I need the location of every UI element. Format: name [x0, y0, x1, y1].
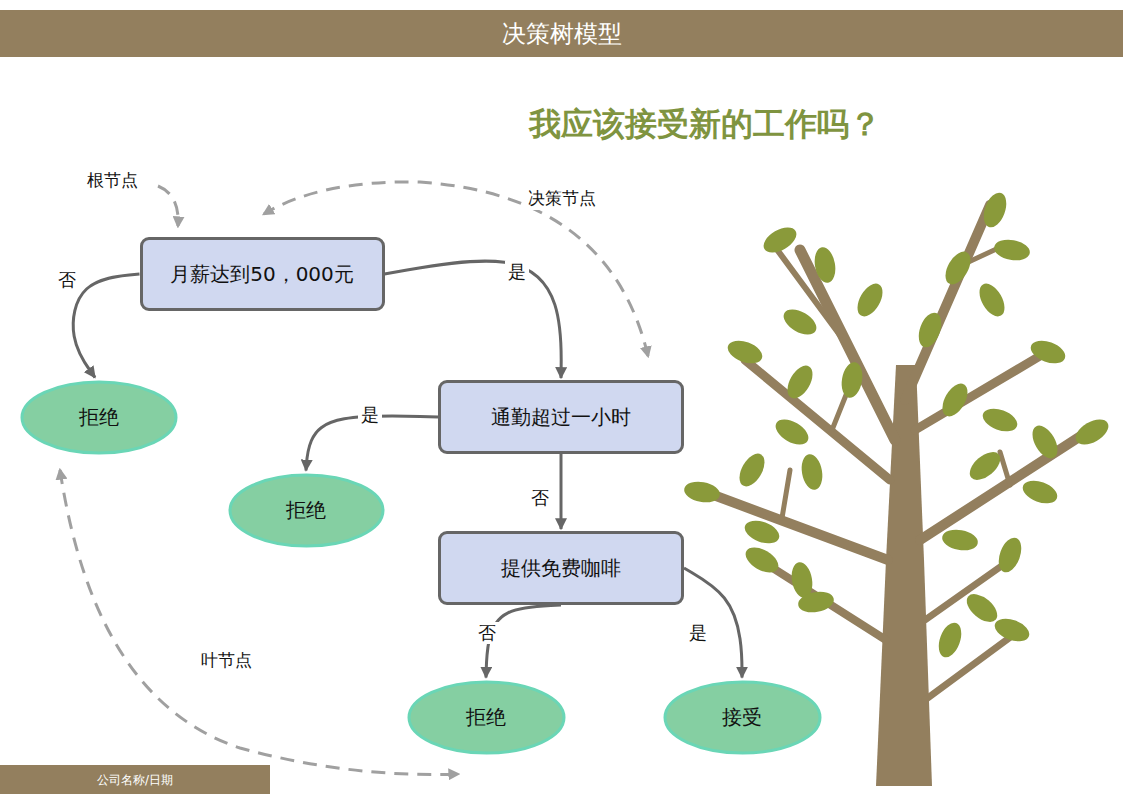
decision-note: 决策节点: [525, 187, 599, 210]
tree-leaf: [683, 479, 722, 505]
tree-leaf: [725, 336, 766, 367]
edge-label: 是: [505, 261, 529, 283]
annotation-arcs: [60, 182, 648, 775]
leaf-note: 叶节点: [198, 649, 255, 672]
footer-text: 公司名称/日期: [94, 772, 176, 789]
tree-leaf: [742, 516, 783, 547]
tree-leaf: [992, 614, 1033, 645]
tree-branch: [915, 350, 1050, 430]
edge-label: 是: [686, 622, 710, 644]
leaf-ellipse: 拒绝: [228, 473, 385, 548]
node-label: 通勤超过一小时: [491, 404, 631, 431]
branch-connector: [560, 454, 563, 529]
edge-label: 是: [358, 404, 382, 426]
title-bar: [0, 10, 1123, 57]
node-label: 拒绝: [466, 704, 506, 731]
leaf-shape: [230, 475, 383, 546]
edge-label: 否: [55, 269, 79, 291]
node-label: 接受: [722, 704, 762, 731]
tree-branch: [782, 470, 790, 518]
footer-bar: [0, 765, 270, 794]
tree-branch: [920, 430, 1090, 540]
tree-branch: [700, 490, 888, 560]
tree-leaf: [1020, 476, 1061, 507]
tree-leaf: [962, 589, 1002, 627]
tree-leaf: [934, 620, 965, 661]
tree-leaf: [994, 535, 1025, 576]
decision-box: 提供免费咖啡: [438, 531, 684, 605]
leaf-shape: [409, 682, 564, 753]
tree-leaf: [779, 304, 820, 339]
tree-leaf: [839, 361, 865, 400]
edge-label: 否: [528, 487, 552, 509]
tree-branch: [1000, 452, 1010, 485]
tree-leaves: [683, 190, 1113, 661]
decision-box: 通勤超过一小时: [438, 380, 684, 454]
question-heading: 我应该接受新的工作吗？: [526, 103, 884, 147]
leaf-ellipse: 拒绝: [20, 380, 178, 455]
leaf-ellipse: 接受: [663, 680, 822, 755]
tree-leaf: [852, 279, 887, 320]
tree-leaf: [734, 449, 769, 490]
tree-leaf: [993, 237, 1032, 263]
node-label: 拒绝: [79, 404, 119, 431]
tree-leaf: [914, 310, 945, 351]
tree-leaf: [797, 589, 836, 615]
tree-leaf: [965, 447, 1005, 485]
tree-leaf: [1071, 414, 1112, 449]
tree-leaf: [979, 190, 1010, 231]
tree-leaf: [812, 246, 838, 285]
tree-branch: [905, 205, 990, 400]
tree-leaf: [941, 527, 980, 553]
edge-label: 否: [475, 622, 499, 644]
node-label: 拒绝: [286, 497, 326, 524]
leaf-shape: [665, 682, 820, 753]
leaf-ellipse: 拒绝: [407, 680, 566, 755]
branch-connector: [385, 261, 562, 378]
branch-connector: [684, 568, 742, 678]
decision-box: 月薪达到50，000元: [140, 237, 385, 311]
root-note: 根节点: [84, 169, 141, 192]
tree-leaf: [1028, 336, 1069, 367]
tree-branch: [925, 560, 1010, 620]
tree-leaf: [741, 542, 782, 577]
tree-branch: [925, 630, 1020, 700]
tree-leaf: [937, 379, 972, 420]
tree-branches: [700, 205, 1090, 700]
tree-leaf: [980, 404, 1021, 435]
tree-leaf: [940, 247, 975, 288]
tree-leaf: [799, 453, 825, 492]
root-pointer: [158, 186, 178, 226]
leaf-shape: [22, 382, 176, 453]
tree-leaf: [771, 414, 812, 449]
tree-leaf: [759, 222, 800, 257]
tree-leaf: [1027, 421, 1062, 462]
tree-leaf: [974, 279, 1009, 320]
tree-leaf: [782, 361, 817, 402]
node-label: 月薪达到50，000元: [170, 261, 354, 288]
tree-branch: [760, 560, 886, 640]
node-label: 提供免费咖啡: [501, 555, 621, 582]
title: 决策树模型: [0, 10, 1123, 57]
branch-connector: [73, 274, 139, 378]
leaf-pointer: [60, 470, 458, 774]
